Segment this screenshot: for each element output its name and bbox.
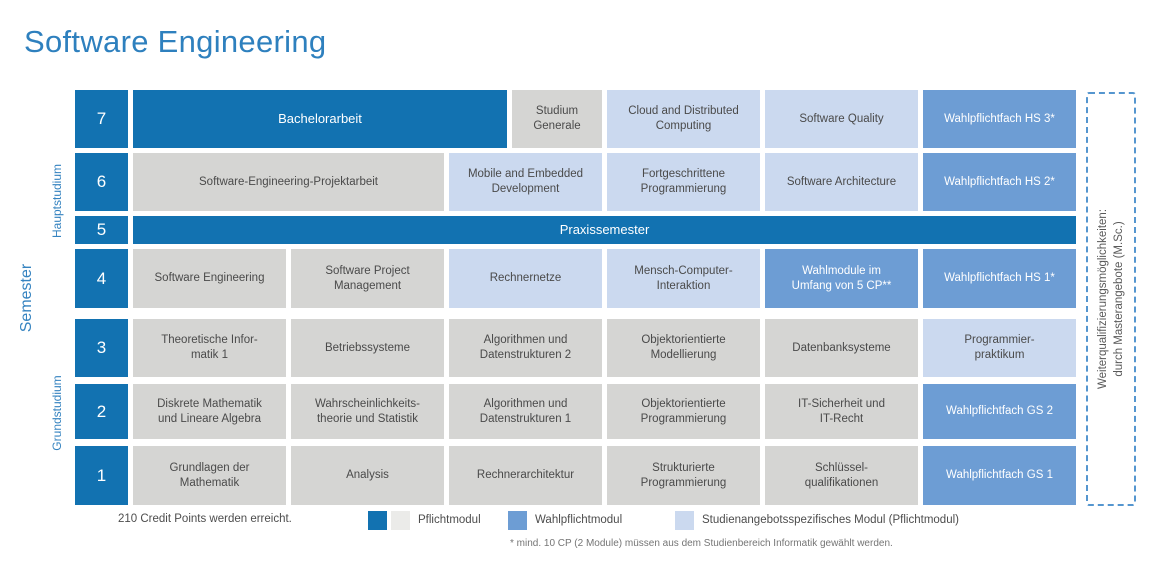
module-box: Software Project Management xyxy=(291,249,444,308)
module-box: Wahlpflichtfach HS 3* xyxy=(923,90,1076,148)
module-box: Software Quality xyxy=(765,90,918,148)
module-box: Wahrscheinlichkeits- theorie und Statist… xyxy=(291,384,444,439)
semester-number: 6 xyxy=(75,153,128,211)
module-box: Analysis xyxy=(291,446,444,505)
module-box: Cloud and Distributed Computing xyxy=(607,90,760,148)
module-box: Algorithmen und Datenstrukturen 1 xyxy=(449,384,602,439)
legend-swatch-light-blue xyxy=(675,510,694,530)
module-box: Theoretische Infor- matik 1 xyxy=(133,319,286,377)
module-box: Betriebssysteme xyxy=(291,319,444,377)
legend-swatch-medium-blue xyxy=(508,510,527,530)
legend-swatch-dark-blue xyxy=(368,510,387,530)
semester-axis-label: Semester xyxy=(18,263,35,333)
semester-number: 4 xyxy=(75,249,128,308)
semester-number: 5 xyxy=(75,216,128,244)
module-box: Wahlpflichtfach HS 1* xyxy=(923,249,1076,308)
module-box: Fortgeschrittene Programmierung xyxy=(607,153,760,211)
legend-label: Wahlpflichtmodul xyxy=(535,514,623,526)
module-box: Mensch-Computer- Interaktion xyxy=(607,249,760,308)
module-box: Mobile and Embedded Development xyxy=(449,153,602,211)
page-title: Software Engineering xyxy=(24,24,327,59)
credit-points-note: 210 Credit Points werden erreicht. xyxy=(118,513,292,525)
legend-item: Studienangebotsspezifisches Modul (Pflic… xyxy=(675,510,959,530)
legend-label: Studienangebotsspezifisches Modul (Pflic… xyxy=(702,514,959,526)
hauptstudium-label: Hauptstudium xyxy=(50,163,64,239)
module-box: Algorithmen und Datenstrukturen 2 xyxy=(449,319,602,377)
semester-number: 7 xyxy=(75,90,128,148)
module-box: Grundlagen der Mathematik xyxy=(133,446,286,505)
module-box: Wahlmodule im Umfang von 5 CP** xyxy=(765,249,918,308)
module-box: Wahlpflichtfach HS 2* xyxy=(923,153,1076,211)
module-box: Software-Engineering-Projektarbeit xyxy=(133,153,444,211)
masters-options-note: Weiterqualifizierungsmöglichkeiten: durc… xyxy=(1096,208,1125,390)
module-box: Praxissemester xyxy=(133,216,1076,244)
legend-swatch-legend-gray xyxy=(391,510,410,530)
module-box: Diskrete Mathematik und Lineare Algebra xyxy=(133,384,286,439)
module-box: Rechnernetze xyxy=(449,249,602,308)
semester-number: 3 xyxy=(75,319,128,377)
module-box: Objektorientierte Modellierung xyxy=(607,319,760,377)
module-box: Software Architecture xyxy=(765,153,918,211)
module-box: Wahlpflichtfach GS 1 xyxy=(923,446,1076,505)
masters-options-dashed-box: Weiterqualifizierungsmöglichkeiten: durc… xyxy=(1086,92,1136,506)
module-box: Strukturierte Programmierung xyxy=(607,446,760,505)
legend-label: Pflichtmodul xyxy=(418,514,481,526)
module-box: Software Engineering xyxy=(133,249,286,308)
module-box: Bachelorarbeit xyxy=(133,90,507,148)
module-box: Objektorientierte Programmierung xyxy=(607,384,760,439)
module-box: Programmier- praktikum xyxy=(923,319,1076,377)
semester-number: 1 xyxy=(75,446,128,505)
module-box: Wahlpflichtfach GS 2 xyxy=(923,384,1076,439)
module-box: IT-Sicherheit und IT-Recht xyxy=(765,384,918,439)
module-box: Schlüssel- qualifikationen xyxy=(765,446,918,505)
semester-number: 2 xyxy=(75,384,128,439)
module-box: Rechnerarchitektur xyxy=(449,446,602,505)
legend-item: Pflichtmodul xyxy=(368,510,481,530)
legend-item: Wahlpflichtmodul xyxy=(508,510,622,530)
module-box: Datenbanksysteme xyxy=(765,319,918,377)
grundstudium-label: Grundstudium xyxy=(50,375,64,451)
footnote: * mind. 10 CP (2 Module) müssen aus dem … xyxy=(510,538,893,549)
module-box: Studium Generale xyxy=(512,90,602,148)
